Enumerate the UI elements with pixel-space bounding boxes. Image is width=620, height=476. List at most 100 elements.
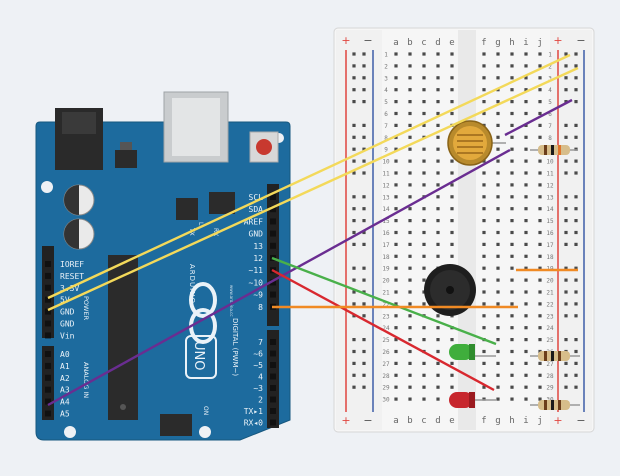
breadboard-hole[interactable] xyxy=(394,207,398,211)
breadboard-hole[interactable] xyxy=(510,52,514,56)
header-pin[interactable] xyxy=(270,350,276,357)
header-pin[interactable] xyxy=(45,386,51,393)
rail-hole[interactable] xyxy=(362,52,366,56)
breadboard-hole[interactable] xyxy=(450,361,454,365)
rail-hole[interactable] xyxy=(574,147,578,151)
breadboard-hole[interactable] xyxy=(394,147,398,151)
breadboard-hole[interactable] xyxy=(422,52,426,56)
breadboard-hole[interactable] xyxy=(436,147,440,151)
breadboard-hole[interactable] xyxy=(482,183,486,187)
rail-hole[interactable] xyxy=(564,314,568,318)
breadboard-hole[interactable] xyxy=(394,171,398,175)
breadboard-hole[interactable] xyxy=(524,266,528,270)
rail-hole[interactable] xyxy=(574,100,578,104)
header-pin[interactable] xyxy=(270,230,276,237)
rail-hole[interactable] xyxy=(352,219,356,223)
breadboard-hole[interactable] xyxy=(450,52,454,56)
breadboard-hole[interactable] xyxy=(422,278,426,282)
rail-hole[interactable] xyxy=(564,266,568,270)
breadboard-hole[interactable] xyxy=(408,361,412,365)
breadboard-hole[interactable] xyxy=(422,159,426,163)
power-analog-header-pins[interactable] xyxy=(42,246,54,420)
breadboard-hole[interactable] xyxy=(422,230,426,235)
rail-hole[interactable] xyxy=(564,64,568,68)
breadboard-hole[interactable] xyxy=(510,207,514,211)
green-wire-pin13[interactable] xyxy=(271,256,497,346)
breadboard-hole[interactable] xyxy=(436,230,440,235)
rail-hole[interactable] xyxy=(574,123,578,127)
rail-hole[interactable] xyxy=(564,135,568,139)
resistor-1[interactable] xyxy=(530,145,578,155)
breadboard-hole[interactable] xyxy=(436,207,440,211)
rail-hole[interactable] xyxy=(352,135,356,139)
breadboard-hole[interactable] xyxy=(450,88,454,92)
rail-hole[interactable] xyxy=(564,302,568,306)
breadboard-hole[interactable] xyxy=(436,76,440,80)
header-pin[interactable] xyxy=(270,291,276,298)
rail-hole[interactable] xyxy=(564,207,568,211)
header-pin[interactable] xyxy=(45,362,51,369)
purple-wire-rail[interactable] xyxy=(504,98,573,137)
rail-hole[interactable] xyxy=(362,207,366,211)
rail-hole[interactable] xyxy=(362,159,366,163)
breadboard-hole[interactable] xyxy=(510,266,514,270)
breadboard-hole[interactable] xyxy=(482,171,486,175)
breadboard-hole[interactable] xyxy=(538,338,542,342)
rail-hole[interactable] xyxy=(574,266,578,270)
breadboard-hole[interactable] xyxy=(482,207,486,211)
rail-hole[interactable] xyxy=(362,171,366,175)
breadboard-hole[interactable] xyxy=(422,76,426,80)
breadboard-hole[interactable] xyxy=(524,195,528,199)
breadboard-hole[interactable] xyxy=(394,290,398,294)
breadboard-hole[interactable] xyxy=(422,361,426,365)
rail-hole[interactable] xyxy=(564,278,568,282)
breadboard-hole[interactable] xyxy=(510,302,514,306)
breadboard-hole[interactable] xyxy=(510,64,514,68)
breadboard-hole[interactable] xyxy=(496,195,500,199)
breadboard-hole[interactable] xyxy=(496,171,500,175)
breadboard-hole[interactable] xyxy=(538,52,542,56)
breadboard-hole[interactable] xyxy=(510,171,514,175)
breadboard-hole[interactable] xyxy=(422,254,426,258)
breadboard-hole[interactable] xyxy=(422,183,426,187)
green-led[interactable] xyxy=(449,344,496,360)
rail-hole[interactable] xyxy=(574,338,578,342)
rail-hole[interactable] xyxy=(352,171,356,175)
breadboard-hole[interactable] xyxy=(496,183,500,187)
breadboard-hole[interactable] xyxy=(510,100,514,104)
breadboard-hole[interactable] xyxy=(422,338,426,342)
breadboard-hole[interactable] xyxy=(394,123,398,127)
breadboard-hole[interactable] xyxy=(436,314,440,318)
rail-hole[interactable] xyxy=(574,278,578,282)
breadboard-hole[interactable] xyxy=(524,326,528,330)
breadboard-hole[interactable] xyxy=(524,278,528,282)
rail-hole[interactable] xyxy=(574,302,578,306)
breadboard-hole[interactable] xyxy=(482,52,486,56)
breadboard-hole[interactable] xyxy=(394,219,398,223)
rail-hole[interactable] xyxy=(352,361,356,365)
breadboard-hole[interactable] xyxy=(510,135,514,139)
header-pin[interactable] xyxy=(45,410,51,417)
rail-hole[interactable] xyxy=(574,195,578,199)
header-pin[interactable] xyxy=(45,296,51,303)
breadboard-hole[interactable] xyxy=(482,230,486,235)
breadboard-hole[interactable] xyxy=(482,302,486,306)
breadboard-hole[interactable] xyxy=(482,64,486,68)
breadboard-hole[interactable] xyxy=(408,278,412,282)
breadboard-hole[interactable] xyxy=(408,242,412,246)
rail-hole[interactable] xyxy=(574,230,578,235)
breadboard-hole[interactable] xyxy=(496,314,500,318)
breadboard-hole[interactable] xyxy=(394,111,398,116)
rail-hole[interactable] xyxy=(564,373,568,377)
rail-hole[interactable] xyxy=(574,171,578,175)
breadboard-hole[interactable] xyxy=(482,266,486,270)
rail-hole[interactable] xyxy=(352,123,356,127)
rail-hole[interactable] xyxy=(574,314,578,318)
breadboard-hole[interactable] xyxy=(538,242,542,246)
breadboard-hole[interactable] xyxy=(496,349,500,354)
breadboard-hole[interactable] xyxy=(436,338,440,342)
header-pin[interactable] xyxy=(45,332,51,339)
rail-hole[interactable] xyxy=(352,52,356,56)
rail-hole[interactable] xyxy=(574,242,578,246)
